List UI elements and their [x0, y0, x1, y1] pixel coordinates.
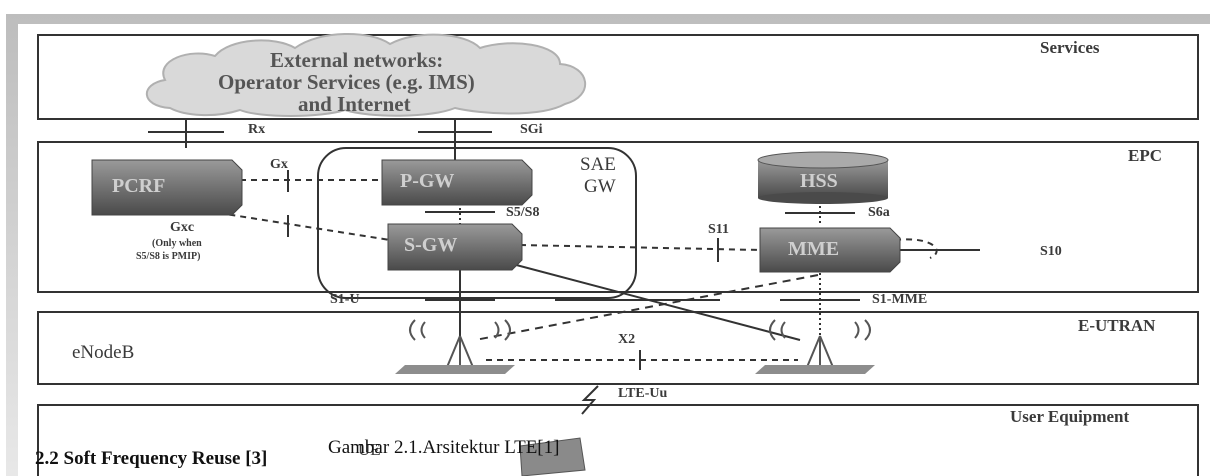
ue-layer-label: User Equipment: [1010, 407, 1130, 426]
pcrf-node: [91, 159, 243, 216]
mme-enb1-line: [474, 274, 819, 341]
cloud-line-1: External networks:: [270, 48, 444, 72]
s10-loop: [894, 238, 938, 259]
epc-layer-label: EPC: [1128, 146, 1162, 165]
cloud-line-3: and Internet: [298, 92, 411, 116]
sae-gw-label-line-1: SAE: [580, 154, 616, 175]
gx-interface-label: Gx: [270, 157, 288, 172]
external-networks-cloud: [145, 32, 586, 117]
cloud-line-2: Operator Services (e.g. IMS): [218, 70, 475, 94]
s5s8-interface-label: S5/S8: [506, 205, 540, 220]
ue-label: UE: [358, 440, 381, 459]
section-heading: 2.2 Soft Frequency Reuse [3]: [35, 448, 268, 469]
mme-node: [759, 227, 901, 273]
enodeb-1-icon: [395, 319, 515, 374]
eutran-layer-label: E-UTRAN: [1078, 316, 1156, 335]
s6a-interface-label: S6a: [868, 205, 890, 220]
x2-interface-label: X2: [618, 332, 636, 347]
figure-caption: Gambar 2.1.Arsitektur LTE[1]: [328, 437, 560, 458]
gxc-note-line-1: (Only when: [152, 238, 202, 249]
lteuu-interface-label: LTE-Uu: [618, 386, 668, 401]
ue-device-icon: [519, 437, 586, 476]
sgw-node: [387, 223, 523, 271]
enodeb-2-icon: [755, 319, 875, 374]
rx-interface-label: Rx: [248, 122, 266, 137]
hss-label: HSS: [800, 170, 838, 192]
hss-node: [757, 151, 889, 204]
mme-label: MME: [788, 238, 840, 260]
sae-gw-box: [317, 147, 637, 299]
s11-line: [519, 244, 761, 251]
gxc-note-line-2: S5/S8 is PMIP): [136, 251, 201, 262]
services-layer-label: Services: [1040, 38, 1100, 57]
sgw-label: S-GW: [404, 234, 458, 256]
sgi-interface-label: SGi: [520, 122, 543, 137]
enodeb-label: eNodeB: [72, 342, 135, 363]
pcrf-label: PCRF: [112, 175, 166, 197]
s10-interface-label: S10: [1040, 244, 1062, 259]
radio-link-icon: [581, 385, 599, 415]
pgw-label: P-GW: [400, 170, 455, 192]
s1mme-interface-label: S1-MME: [872, 292, 928, 307]
sae-gw-label-line-2: GW: [584, 176, 616, 197]
s1u-interface-label: S1-U: [330, 292, 360, 307]
eutran-layer-box: [37, 311, 1199, 385]
pgw-node: [381, 159, 533, 206]
s11-interface-label: S11: [708, 222, 730, 237]
epc-layer-box: [37, 141, 1199, 293]
ue-layer-box: [37, 404, 1199, 476]
gxc-interface-label: Gxc: [170, 220, 195, 235]
